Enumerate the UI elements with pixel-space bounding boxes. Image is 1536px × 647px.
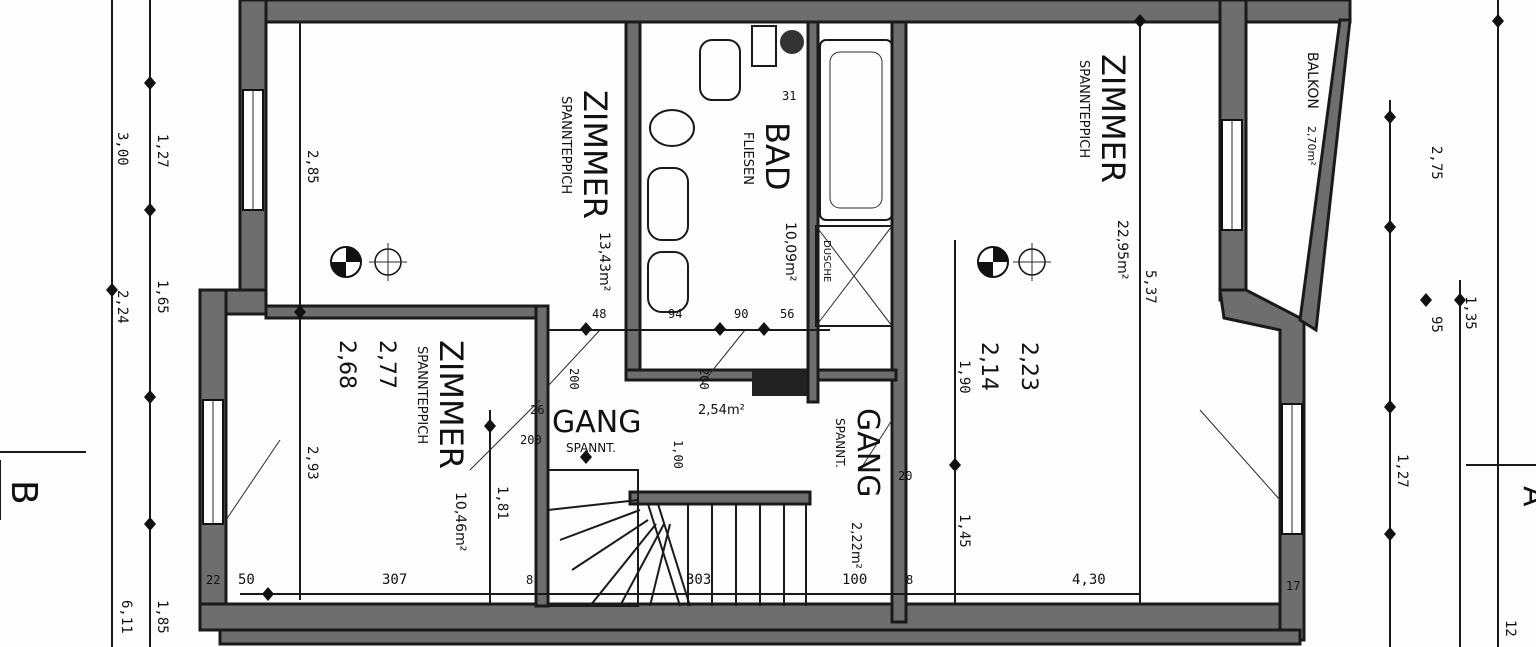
dim-right-room-2: 5,37 — [1142, 270, 1158, 304]
dim-door-5: 26 — [530, 403, 544, 417]
dim-left-inner-2: 1,85 — [154, 600, 170, 634]
stair-wall — [628, 490, 812, 506]
dim-right-col-2: 1,35 — [1462, 296, 1478, 330]
dim-door-4: 31 — [782, 89, 796, 103]
zimmer-right-name: ZIMMER — [1094, 54, 1132, 183]
level-marker-left — [330, 243, 407, 281]
door-swings — [225, 329, 1281, 521]
zimmer-right-floor: SPANNTEPPICH — [1076, 60, 1091, 158]
bad-left-wall — [624, 20, 642, 380]
balkon-area: 2,70m² — [1305, 126, 1318, 166]
staircase — [547, 469, 807, 607]
bad-right-wall — [806, 20, 820, 404]
zimmer-right-area: 22,95m² — [1114, 220, 1130, 279]
dim-door-6: 200 — [520, 433, 542, 447]
dim-bottom-1: 307 — [382, 572, 407, 588]
section-label-b: B — [3, 480, 44, 505]
dim-left-col-1: 2,24 — [114, 290, 130, 324]
cabinet — [751, 25, 777, 67]
dim-misc-1: 8 — [526, 573, 533, 587]
dim-right-col-4: 12 — [1502, 620, 1518, 637]
height-values: 2,68 2,77 2,23 2,14 — [334, 340, 1041, 391]
dim-misc-0: 22 — [206, 573, 220, 587]
shaft — [752, 370, 812, 396]
zimmer-left-area: 13,43m² — [596, 232, 612, 291]
dim-left-col-2: 6,11 — [118, 600, 134, 634]
gang-left-floor: SPANNT. — [566, 441, 616, 455]
bottom-wall — [198, 602, 1302, 632]
room-labels: ZIMMER SPANNTEPPICH 13,43m² ZIMMER SPANN… — [414, 52, 1320, 569]
right-room-wall — [890, 20, 908, 624]
bad-area: 10,09m² — [782, 222, 798, 281]
gang-left-wall — [534, 304, 550, 608]
dimension-ticks — [106, 14, 1504, 601]
zimmer-bottom-area: 10,46m² — [452, 492, 468, 551]
dim-door-1: 94 — [668, 307, 682, 321]
zimmer-left-floor: SPANNTEPPICH — [558, 96, 573, 194]
gang-left-area: 2,54m² — [698, 403, 745, 418]
dim-bottom-0: 50 — [238, 572, 255, 588]
dim-door-2: 90 — [734, 307, 748, 321]
dim-right-room-1: 1,45 — [956, 514, 972, 548]
dim-door-8: 200 — [697, 368, 711, 390]
dim-left-room-1: 2,93 — [304, 446, 320, 480]
section-label-a: A — [1516, 486, 1536, 507]
zimmer-left-name: ZIMMER — [576, 90, 614, 219]
gang-left-name: GANG — [552, 405, 641, 440]
height-left: 2,68 — [334, 340, 359, 389]
dim-left-room-0: 2,85 — [304, 150, 320, 184]
dim-bottom-3: 100 — [842, 572, 867, 588]
bidet — [699, 39, 741, 101]
dusche-name: DUSCHE — [821, 240, 832, 282]
left-room-divider — [264, 304, 548, 320]
sink-1 — [647, 167, 689, 241]
dim-misc-4: 8 — [906, 573, 913, 587]
dim-right-col-0: 2,75 — [1428, 146, 1444, 180]
gang-right-area: 2,22m² — [848, 522, 863, 569]
bad-name: BAD — [758, 122, 796, 190]
balkon-name: BALKON — [1304, 52, 1320, 109]
level-markers — [330, 243, 1051, 281]
level-marker-right — [977, 243, 1051, 281]
dim-left-col-0: 3,00 — [114, 132, 130, 166]
height-right-b: 2,14 — [976, 342, 1001, 391]
toilet — [649, 109, 695, 147]
dim-right-col-1: 95 — [1428, 316, 1444, 333]
dim-door-3: 56 — [780, 307, 794, 321]
dim-right-room-0: 1,90 — [956, 360, 972, 394]
dim-left-room-2: 1,81 — [494, 486, 510, 520]
dim-door-9: 1,00 — [671, 440, 685, 469]
top-wall — [238, 0, 1352, 24]
dim-door-7: 200 — [567, 368, 581, 390]
dim-right-col-3: 1,27 — [1394, 454, 1410, 488]
bad-floor: FLIESEN — [740, 132, 755, 185]
zimmer-bottom-floor: SPANNTEPPICH — [414, 346, 429, 444]
stair-arrow — [647, 503, 681, 607]
height-right-a: 2,23 — [1016, 342, 1041, 391]
bathroom-fixtures — [647, 25, 893, 327]
windows — [202, 89, 1303, 535]
dim-left-inner-1: 1,65 — [154, 280, 170, 314]
bathtub — [819, 39, 893, 221]
dim-bottom-4: 4,30 — [1072, 572, 1106, 588]
dim-misc-2: 17 — [1286, 579, 1300, 593]
gang-right-floor: SPANNT. — [833, 418, 847, 468]
dimension-texts: 3,00 2,24 6,11 1,27 1,65 1,85 2,85 2,93 … — [114, 89, 1518, 637]
gang-right-name: GANG — [850, 408, 885, 497]
balkon-rail — [1298, 18, 1352, 333]
walls — [198, 0, 1352, 646]
sink-2 — [647, 251, 689, 313]
lower-floor-wall — [218, 628, 1302, 646]
zimmer-bottom-name: ZIMMER — [432, 340, 470, 469]
shower — [815, 225, 893, 327]
height-bottom: 2,77 — [374, 340, 399, 389]
dim-left-inner-0: 1,27 — [154, 134, 170, 168]
drain-icon — [780, 30, 804, 54]
dim-misc-3: 20 — [898, 469, 912, 483]
dim-door-0: 48 — [592, 307, 606, 321]
dim-bottom-2: 303 — [686, 572, 711, 588]
